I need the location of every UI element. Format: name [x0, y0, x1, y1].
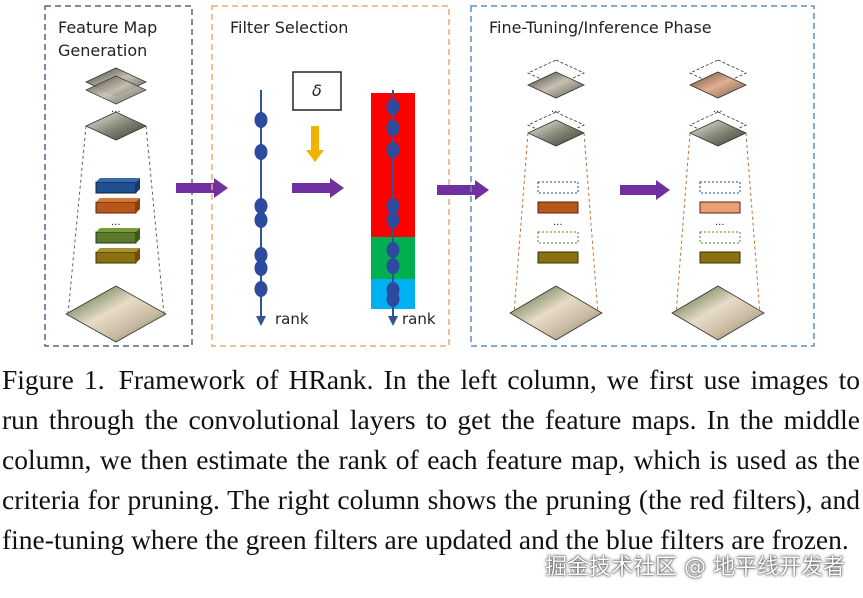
rank-dot-sorted-7 — [386, 258, 400, 274]
rank-dot-unsorted-7 — [254, 281, 268, 297]
rank-dots-sorted — [386, 99, 400, 307]
panel-title-feature-map-line2: Generation — [58, 41, 147, 60]
rank-dot-unsorted-4 — [254, 212, 268, 228]
svg-text:...: ... — [111, 217, 121, 228]
svg-text:...: ... — [715, 217, 725, 228]
inference-network: ... ... — [671, 59, 765, 341]
panel-filter-selection — [211, 5, 450, 347]
svg-text:...: ... — [111, 104, 121, 115]
svg-text:...: ... — [553, 217, 563, 228]
rank-dot-sorted-9 — [386, 291, 400, 307]
svg-text:...: ... — [713, 104, 723, 115]
figure-label: Figure 1. — [2, 364, 105, 395]
svg-text:...: ... — [551, 104, 561, 115]
panel-title-feature-map-line1: Feature Map — [58, 18, 157, 37]
panel-feature-map-generation — [44, 5, 193, 347]
rank-dot-unsorted-5 — [254, 247, 268, 263]
flow-arrow-1 — [176, 178, 228, 198]
delta-symbol: δ — [312, 81, 322, 100]
panel-title-fine-tuning: Fine-Tuning/Inference Phase — [489, 18, 712, 37]
flow-arrow-4 — [620, 180, 670, 200]
monkey-image-icon — [65, 285, 167, 343]
rank-dot-unsorted-2 — [254, 144, 268, 160]
rank-dot-sorted-1 — [386, 99, 400, 115]
caption-text: Framework of HRank. In the left column, … — [2, 364, 860, 555]
rank-dot-unsorted-1 — [254, 112, 268, 128]
rank-dot-sorted-2 — [386, 120, 400, 136]
rank-label-2: rank — [402, 310, 436, 328]
rank-dot-unsorted-6 — [254, 260, 268, 276]
feature-map-stack-icon: ... — [85, 67, 147, 141]
rank-dot-sorted-4 — [386, 198, 400, 214]
panel-fine-tuning-inference — [470, 5, 815, 347]
rank-dots-unsorted — [254, 112, 268, 297]
rank-label-1: rank — [275, 310, 309, 328]
conv-filter-stack: ... — [95, 178, 140, 264]
flow-arrow-3 — [437, 180, 489, 200]
panel-title-filter-selection: Filter Selection — [230, 18, 348, 37]
delta-box — [292, 71, 342, 111]
watermark-text: 掘金技术社区 @ 地平线开发者 — [545, 555, 845, 580]
fine-tuning-network: ... ... — [509, 59, 603, 341]
rank-dot-unsorted-3 — [254, 198, 268, 214]
rank-dot-sorted-6 — [386, 242, 400, 258]
figure-caption: Figure 1.Framework of HRank. In the left… — [2, 360, 860, 560]
hrank-framework-figure: Feature Map Generation ... ... Filter Se… — [44, 5, 815, 347]
rank-dot-sorted-3 — [386, 142, 400, 158]
rank-dot-sorted-5 — [386, 212, 400, 228]
delta-arrow-icon — [306, 126, 324, 162]
flow-arrow-2 — [292, 178, 344, 198]
